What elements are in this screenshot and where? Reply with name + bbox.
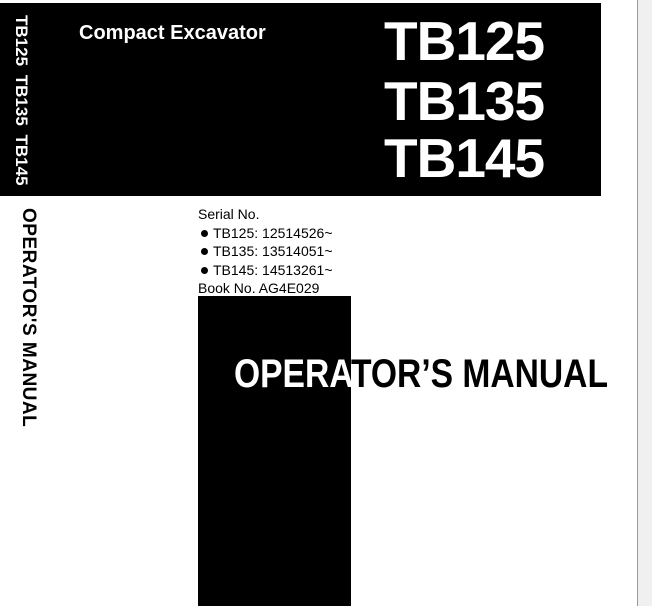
serial-entry-text: TB145: 14513261~	[213, 261, 333, 278]
spine-manual-title: OPERATOR'S MANUAL	[18, 208, 39, 428]
product-subtitle: Compact Excavator	[79, 22, 266, 44]
serial-label: Serial No.	[198, 206, 260, 222]
spine-models-text: TB125 TB135 TB145	[12, 15, 31, 186]
bullet-icon	[201, 248, 208, 256]
serial-entry-text: TB135: 13514051~	[213, 243, 333, 259]
manual-title: OPERATOR’S MANUAL	[234, 350, 608, 398]
bullet-icon	[201, 229, 208, 237]
decorative-black-column	[198, 296, 351, 606]
header-band: TB125 TB135 TB145 Compact Excavator TB12…	[0, 3, 601, 196]
serial-entry: TB135: 13514051~	[198, 242, 333, 261]
manual-title-part1: OPERA	[234, 352, 351, 396]
serial-entry: TB125: 12514526~	[198, 224, 333, 243]
manual-title-part2: TOR’S MANUAL	[350, 352, 608, 396]
bullet-icon	[201, 266, 208, 274]
viewer-scrollbar[interactable]	[637, 0, 652, 606]
model-title-1: TB125	[384, 10, 545, 72]
book-number: Book No. AG4E029	[198, 280, 320, 296]
model-title-2: TB135	[384, 70, 545, 132]
serial-info: Serial No. TB125: 12514526~ TB135: 13514…	[198, 205, 333, 298]
model-title-3: TB145	[384, 127, 545, 189]
serial-entry: TB145: 14513261~	[198, 261, 333, 280]
spine-model-list: TB125 TB135 TB145	[11, 15, 41, 195]
serial-entry-text: TB125: 12514526~	[213, 224, 333, 241]
